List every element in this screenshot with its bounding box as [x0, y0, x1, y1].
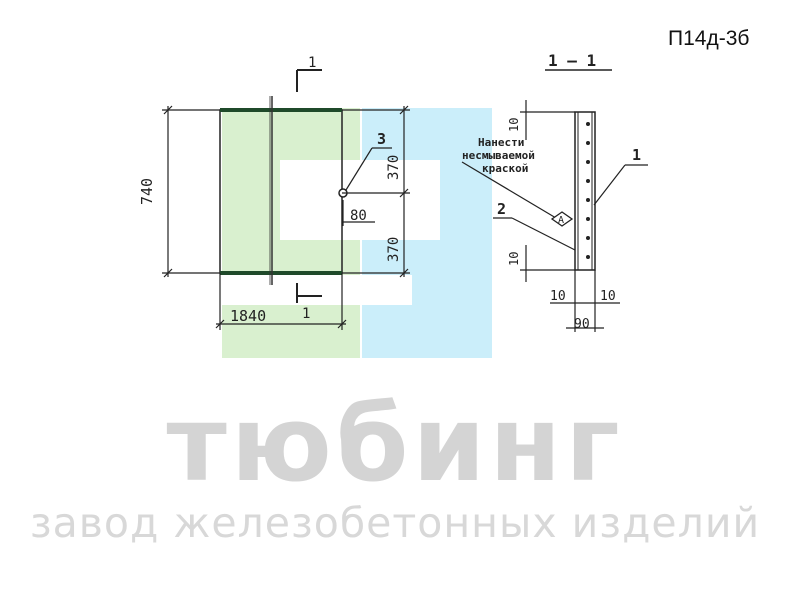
- panel-plan: [219, 96, 348, 285]
- note-leader: [461, 161, 557, 219]
- section-dim-bottom-right: 10: [600, 289, 616, 304]
- section-dim-top: 10: [507, 118, 521, 132]
- section-mark-bottom: 1: [302, 306, 310, 322]
- dim-lower-half: 370: [386, 237, 402, 262]
- callout-1: 1: [632, 146, 641, 164]
- dim-upper-half: 370: [386, 155, 402, 180]
- section-mark-top: 1: [308, 55, 316, 71]
- dim-height-label: 740: [138, 178, 156, 205]
- watermark-logo: [222, 108, 492, 358]
- section-dims-vertical: [520, 100, 575, 282]
- callout-2: 2: [497, 200, 506, 218]
- section-label: 1 – 1: [548, 51, 596, 70]
- note-line-2: несмываемой: [462, 149, 535, 162]
- logo-white-cut: [280, 160, 440, 240]
- marking-symbol: А: [558, 215, 564, 226]
- logo-white-cut-lower: [222, 275, 412, 305]
- callout-3-leader: [345, 147, 392, 191]
- dim-width-label: 1840: [230, 307, 266, 325]
- callout-2-leader: [493, 217, 576, 251]
- section-rebar-dots: [586, 122, 590, 259]
- section-dims-horizontal: [550, 270, 620, 332]
- callout-3: 3: [377, 130, 386, 148]
- note-line-1: Нанести: [478, 136, 524, 149]
- marking-diamond: [550, 211, 574, 227]
- dim-offset: 80: [350, 208, 367, 224]
- section-dim-bottom-left: 10: [550, 289, 566, 304]
- dim-width: [215, 273, 347, 330]
- section-marker-bottom: [296, 283, 322, 303]
- section-marker-top: [296, 69, 322, 92]
- section-dim-thickness: 90: [574, 317, 590, 332]
- watermark-title: тюбинг: [166, 383, 624, 505]
- section-plate: [574, 111, 596, 271]
- note-line-3: краской: [482, 162, 528, 175]
- dim-height: [162, 105, 220, 278]
- watermark-subtitle: завод железобетонных изделий: [29, 499, 761, 547]
- dim-right: [342, 105, 410, 278]
- drawing-code: П14д-3б: [668, 27, 750, 50]
- section-dim-bottom: 10: [507, 252, 521, 266]
- callout-1-leader: [593, 164, 648, 206]
